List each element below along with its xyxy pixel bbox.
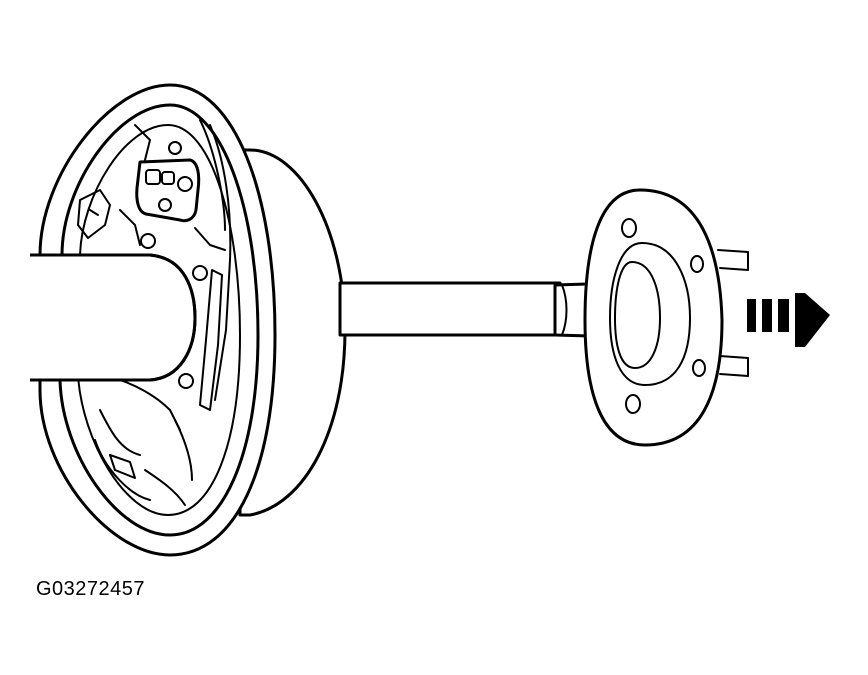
brake-backing-plate — [0, 83, 347, 557]
axle-shaft — [338, 281, 627, 339]
axle-flange — [583, 188, 749, 447]
figure-caption: G03272457 — [36, 578, 146, 600]
dashed-right-arrow-icon — [747, 293, 830, 347]
brake-components — [77, 119, 232, 506]
